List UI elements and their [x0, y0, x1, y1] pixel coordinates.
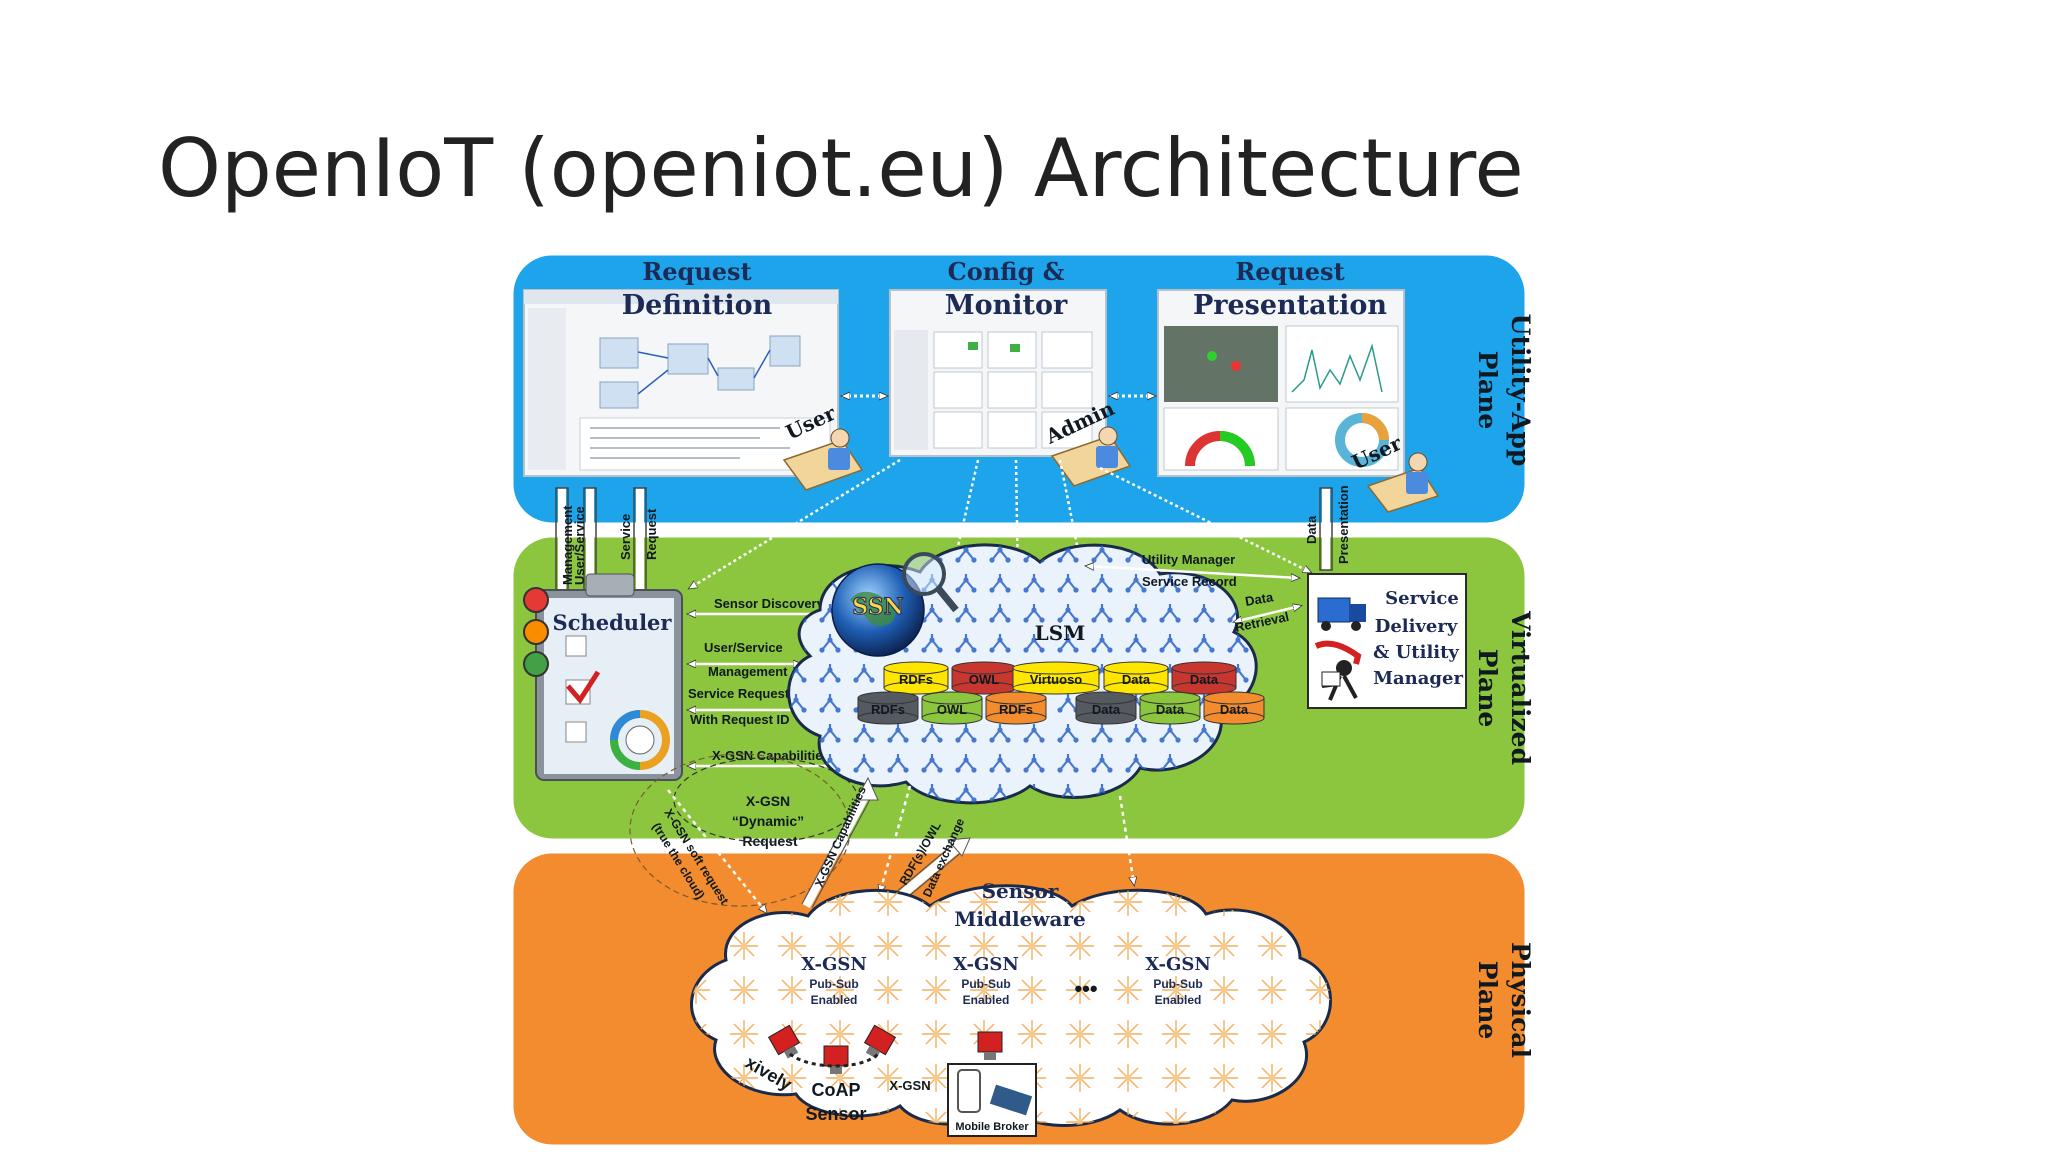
user-service-flow-label: User/Service [704, 640, 783, 655]
service-delivery-label-1: Service [1385, 588, 1459, 609]
storage-bottom-label-0: RDFs [871, 702, 905, 717]
traffic-light-icon [523, 587, 549, 677]
xgsn-node-2-line-1: Pub-Sub [1153, 977, 1202, 991]
storage-cylinder-top-3: Data [1103, 661, 1169, 695]
with-request-id-label: With Request ID [690, 712, 790, 727]
service-delivery-label-2: Delivery [1375, 616, 1458, 637]
user-icon-right [1366, 452, 1440, 513]
storage-cylinder-bottom-4: Data [1139, 691, 1201, 725]
request-presentation-label-1: Request [1235, 257, 1344, 286]
storage-bottom-row: RDFs OWL RDFs Data Data Data [857, 691, 1265, 725]
storage-cylinder-bottom-5: Data [1203, 691, 1265, 725]
storage-top-row: RDFs OWL Virtuoso Data Data [883, 661, 1237, 695]
xgsn-node-2-line-2: Enabled [1155, 993, 1202, 1007]
storage-cylinder-top-1: OWL [951, 661, 1017, 695]
xgsn-node-1-line-0: X-GSN [953, 954, 1019, 975]
storage-top-label-2: Virtuoso [1030, 672, 1083, 687]
request-presentation-label-2: Presentation [1193, 290, 1387, 321]
admin-icon [1050, 426, 1132, 487]
xgsn-dynamic-label-3: Request [742, 833, 798, 849]
service-request-label: Service Request [688, 686, 790, 701]
plug-icons [767, 1024, 1003, 1074]
xgsn-dynamic-label-2: “Dynamic” [732, 813, 804, 829]
sensor-middleware-cloud [690, 884, 1332, 1127]
storage-top-label-1: OWL [969, 672, 999, 687]
scheduler-clipboard [535, 573, 683, 781]
config-monitor-label-2: Monitor [945, 290, 1068, 321]
storage-top-label-3: Data [1122, 672, 1151, 687]
management-flow-label: Management [708, 664, 788, 679]
ssn-label: SSN [852, 594, 903, 620]
slide-title: OpenIoT (openiot.eu) Architecture [158, 122, 1524, 215]
storage-cylinder-bottom-0: RDFs [857, 691, 919, 725]
storage-top-label-0: RDFs [899, 672, 933, 687]
storage-cylinder-bottom-3: Data [1075, 691, 1137, 725]
xgsn-node-2-line-0: X-GSN [1145, 954, 1211, 975]
sensor-discovery-label: Sensor Discovery [714, 596, 825, 611]
scheduler-label: Scheduler [553, 610, 673, 635]
storage-cylinder-bottom-1: OWL [921, 691, 983, 725]
request-presentation-screen [1157, 289, 1405, 477]
data-flow-label: Data [1244, 589, 1275, 609]
config-monitor-screen [889, 289, 1107, 457]
sensor-middleware-label-2: Middleware [954, 907, 1085, 931]
storage-bottom-label-4: Data [1156, 702, 1185, 717]
service-vertical-label: Service [618, 514, 633, 560]
data-vertical-label: Data [1304, 515, 1319, 544]
request-definition-label-2: Definition [622, 290, 773, 321]
xgsn-node-1-line-1: Pub-Sub [961, 977, 1010, 991]
virtualized-plane-label-2: Plane [1473, 649, 1502, 728]
xgsn-node-0-line-0: X-GSN [801, 954, 867, 975]
utility-manager-label: Utility Manager [1142, 552, 1235, 567]
xgsn-node-0-line-1: Pub-Sub [809, 977, 858, 991]
coap-sensor-label-1: CoAP [812, 1080, 861, 1100]
coap-sensor-label-2: Sensor [805, 1104, 866, 1124]
xgsn-capabilities-label: X-GSN Capabilities [712, 748, 830, 763]
storage-cylinder-top-2: Virtuoso [1012, 661, 1100, 695]
request-definition-label-1: Request [642, 257, 751, 286]
xgsn-ellipsis: ••• [1074, 976, 1097, 1001]
mobile-broker-label: Mobile Broker [955, 1121, 1029, 1133]
request-definition-screen [523, 289, 839, 477]
presentation-vertical-label: Presentation [1336, 485, 1351, 564]
virtualized-plane-label-1: Virtualized [1506, 610, 1535, 765]
service-record-label: Service Record [1142, 574, 1237, 589]
lsm-label: LSM [1035, 621, 1086, 645]
mobile-broker-box [947, 1063, 1037, 1137]
xgsn-node-1-line-2: Enabled [963, 993, 1010, 1007]
xgsn-dynamic-label-1: X-GSN [746, 793, 790, 809]
storage-cylinder-top-0: RDFs [883, 661, 949, 695]
storage-bottom-label-3: Data [1092, 702, 1121, 717]
xgsn-nodes: X-GSNPub-SubEnabledX-GSNPub-SubEnabledX-… [801, 954, 1211, 1007]
storage-cylinder-bottom-2: RDFs [985, 691, 1047, 725]
sensor-middleware-label-1: Sensor [982, 879, 1059, 903]
storage-bottom-label-5: Data [1220, 702, 1249, 717]
physical-plane-label-1: Physical [1506, 942, 1535, 1058]
service-delivery-label-4: Manager [1373, 668, 1463, 689]
storage-bottom-label-1: OWL [937, 702, 967, 717]
request-vertical-label: Request [644, 508, 659, 560]
ssn-globe [831, 552, 959, 657]
storage-top-label-4: Data [1190, 672, 1219, 687]
utility-plane-label-2: Plane [1473, 351, 1502, 430]
config-monitor-label-1: Config & [948, 257, 1065, 286]
service-delivery-label-3: & Utility [1373, 642, 1459, 663]
xgsn-sensor-label: X-GSN [889, 1078, 930, 1093]
xgsn-node-0-line-2: Enabled [811, 993, 858, 1007]
storage-bottom-label-2: RDFs [999, 702, 1033, 717]
management-vertical-label: Management [560, 505, 575, 585]
storage-cylinder-top-4: Data [1171, 661, 1237, 695]
user-icon-left [782, 428, 864, 491]
utility-plane-label-1: Utility-App [1506, 314, 1535, 467]
physical-plane-label-2: Plane [1473, 961, 1502, 1040]
user-service-vertical-label: User/Service [572, 506, 587, 585]
service-delivery-box [1307, 573, 1467, 709]
